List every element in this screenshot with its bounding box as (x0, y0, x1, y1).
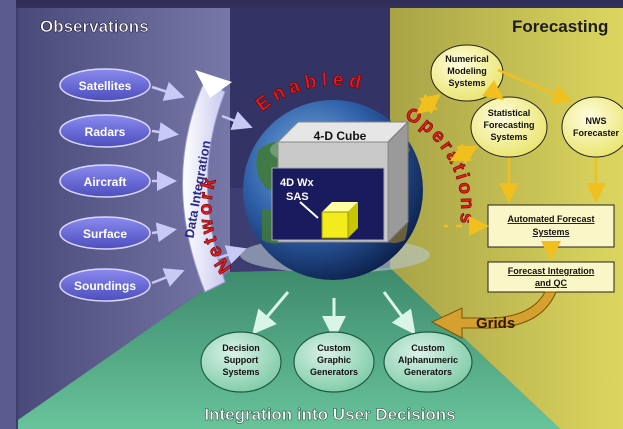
data-integration-arrowhead (195, 70, 232, 98)
grids-arrow: Grids (430, 291, 557, 339)
data-integration-band (182, 79, 226, 293)
four-d-cube: 4-D Cube 4D Wx SAS (271, 120, 410, 244)
svg-text:Alphanumeric: Alphanumeric (398, 355, 458, 365)
svg-text:Systems: Systems (222, 367, 259, 377)
observation-pill-satellites: Satellites (59, 68, 151, 102)
observation-arrows (151, 81, 185, 287)
sas-small-cube (321, 211, 349, 239)
svg-text:Forecast Integration: Forecast Integration (508, 266, 595, 276)
forecast-box-automated: Automated Forecast Systems (487, 204, 615, 248)
user-arrows (252, 291, 416, 340)
svg-text:Automated Forecast: Automated Forecast (507, 214, 594, 224)
sas-line2: SAS (286, 191, 309, 203)
svg-text:Systems: Systems (490, 132, 527, 142)
cube-label: 4-D Cube (314, 129, 367, 143)
svg-text:Custom: Custom (411, 343, 445, 353)
user-node-graphic-generators: Custom Graphic Generators (293, 331, 375, 393)
svg-text:Statistical: Statistical (488, 108, 531, 118)
svg-text:Generators: Generators (404, 367, 452, 377)
svg-text:Satellites: Satellites (79, 79, 132, 93)
svg-text:Radars: Radars (85, 125, 126, 139)
left-border (0, 0, 16, 429)
forecast-node-nws: NWS Forecaster (561, 96, 623, 158)
user-node-decision-support: Decision Support Systems (200, 331, 282, 393)
svg-text:NWS: NWS (586, 116, 607, 126)
sas-pointer (299, 201, 319, 219)
svg-text:Forecaster: Forecaster (573, 128, 620, 138)
observation-pill-radars: Radars (59, 114, 151, 148)
svg-text:Forecasting: Forecasting (483, 120, 534, 130)
svg-text:and QC: and QC (535, 278, 568, 288)
svg-text:Custom: Custom (317, 343, 351, 353)
observation-pill-soundings: Soundings (59, 268, 151, 302)
svg-text:Generators: Generators (310, 367, 358, 377)
observations-title: Observations (40, 17, 149, 36)
svg-text:Systems: Systems (448, 78, 485, 88)
forecast-node-statistical: Statistical Forecasting Systems (470, 96, 548, 158)
svg-text:Surface: Surface (83, 227, 127, 241)
forecast-arrows (416, 68, 606, 261)
svg-text:Numerical: Numerical (445, 54, 489, 64)
svg-text:Graphic: Graphic (317, 355, 351, 365)
svg-text:Decision: Decision (222, 343, 260, 353)
observation-pills: Satellites Radars Aircraft Surface Sound… (59, 68, 151, 302)
forecast-box-integration: Forecast Integration and QC (487, 261, 615, 293)
svg-text:Modeling: Modeling (447, 66, 487, 76)
observation-pill-surface: Surface (59, 216, 151, 250)
svg-text:Support: Support (224, 355, 259, 365)
user-node-alphanumeric-generators: Custom Alphanumeric Generators (383, 331, 473, 393)
sas-line1: 4D Wx (280, 177, 315, 189)
integration-title: Integration into User Decisions (204, 405, 455, 424)
forecasting-title: Forecasting (512, 17, 608, 36)
grids-label: Grids (476, 315, 515, 332)
observations-panel (18, 8, 230, 420)
svg-text:Systems: Systems (532, 227, 569, 237)
integration-arrows (217, 111, 253, 265)
svg-text:Aircraft: Aircraft (84, 175, 127, 189)
svg-text:Soundings: Soundings (74, 279, 136, 293)
observation-pill-aircraft: Aircraft (59, 164, 151, 198)
